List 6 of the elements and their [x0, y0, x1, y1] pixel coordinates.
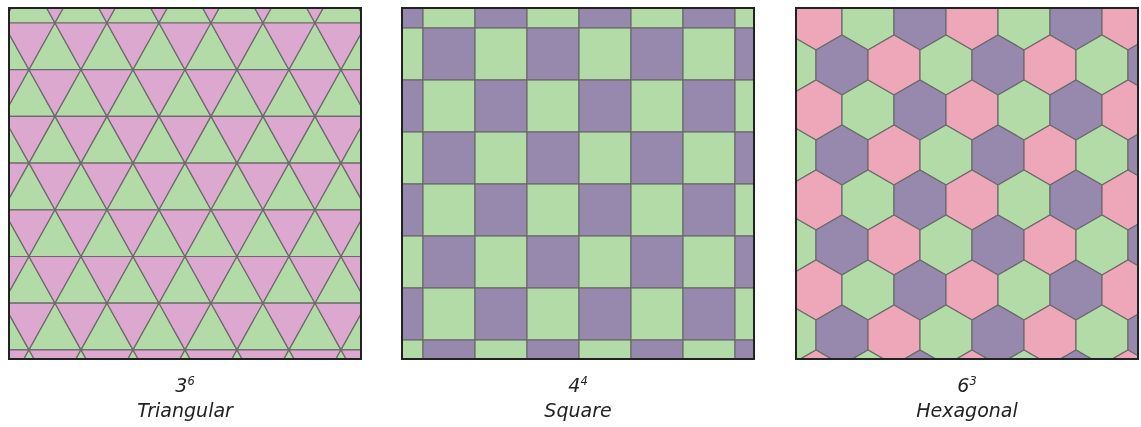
tiling-name: Hexagonal	[915, 399, 1019, 421]
tiling-name: Triangular	[136, 399, 235, 421]
tiling-notation: 4$^{4}$	[567, 374, 589, 397]
tiling-notation: 6$^{3}$	[956, 374, 978, 397]
tiling-name: Square	[543, 399, 613, 421]
tiling-notation: 3$^{6}$	[174, 374, 196, 397]
